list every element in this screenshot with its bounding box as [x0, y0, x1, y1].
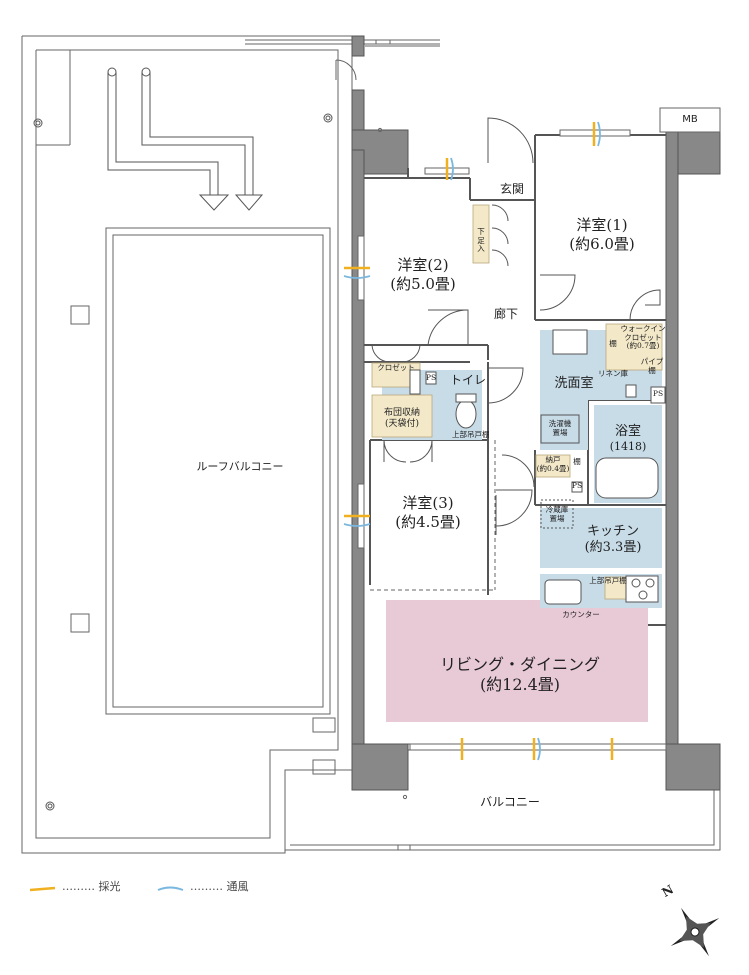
bottom-balcony	[285, 127, 721, 851]
legend-light: ……… 採光	[62, 878, 121, 894]
vent-square-icon	[70, 305, 336, 775]
closet-label: クロゼット	[377, 363, 415, 372]
bath-name: 浴室	[614, 424, 641, 439]
balcony-label: バルコニー	[480, 795, 540, 809]
linen-label: リネン庫	[598, 369, 628, 378]
pantry-line2: (約0.4畳)	[536, 463, 570, 473]
fixtures	[409, 329, 666, 605]
drain-icon	[33, 113, 333, 811]
wic-line3: (約0.7畳)	[626, 341, 660, 351]
pipe-shelf-label: パイプ 棚	[640, 357, 664, 375]
fridge-line2: 置場	[549, 513, 565, 523]
legend-light-line	[29, 886, 56, 892]
ps-label-bath: PS	[652, 389, 664, 398]
washer-line2: 置場	[552, 427, 568, 437]
unit-walls	[351, 35, 721, 791]
washroom-label: 洗面室	[554, 376, 594, 391]
legend-wind-line	[157, 886, 184, 891]
light-markers	[344, 122, 614, 760]
pipe-line1: パイプ	[640, 357, 664, 366]
ldk-size: (約12.4畳)	[479, 675, 561, 694]
wic-label: ウォークイン クロゼット (約0.7畳)	[620, 324, 666, 351]
roof-balcony-label: ルーフバルコニー	[196, 460, 284, 473]
wic-line1: ウォークイン	[620, 324, 666, 333]
futon-storage-label: 布団収納 (天袋付)	[372, 408, 432, 430]
futon-line1: 布団収納	[383, 408, 420, 418]
washer-line1: 洗濯機	[548, 419, 572, 428]
pantry-shelf-label: 棚	[573, 457, 581, 466]
storage-fill	[371, 204, 663, 600]
top-railing	[245, 39, 440, 81]
upper-cabinet-toilet-label: 上部吊戸棚	[452, 430, 490, 439]
kitchen-size: (約3.3畳)	[584, 540, 642, 556]
western3-name: 洋室(3)	[402, 494, 454, 512]
dashed-line	[370, 440, 496, 591]
toilet-label: トイレ	[449, 373, 486, 387]
western3-label: 洋室(3) (約4.5畳)	[383, 494, 473, 532]
hallway-label: 廊下	[493, 307, 518, 321]
western3-size: (約4.5畳)	[395, 512, 461, 531]
entrance-label: 玄関	[499, 182, 524, 196]
wic-line2: クロゼット	[624, 332, 662, 342]
western1-size: (約6.0畳)	[569, 234, 635, 253]
legend-light-label: 採光	[98, 880, 121, 893]
upper-cabinet-label: 上部吊戸棚	[589, 576, 627, 585]
western1-name: 洋室(1)	[576, 216, 628, 234]
ldk-label: リビング・ダイニング (約12.4畳)	[430, 655, 610, 695]
pantry-line1: 納戸	[545, 455, 561, 464]
bath-size: (1418)	[609, 440, 647, 454]
shoe-storage-label: 下足入	[477, 227, 485, 254]
door-swings	[371, 117, 661, 535]
western2-label: 洋室(2) (約5.0畳)	[378, 256, 468, 294]
legend-wind: ……… 通風	[190, 878, 249, 894]
ps-label-toilet: PS	[425, 373, 437, 382]
mb-label: MB	[682, 114, 698, 125]
legend-light-dash: ………	[62, 880, 95, 893]
legend-wind-dash: ………	[190, 880, 223, 893]
kitchen-label: キッチン (約3.3畳)	[573, 524, 653, 557]
compass-icon	[670, 907, 720, 957]
shelf-label: 棚	[609, 339, 617, 348]
bath-label: 浴室 (1418)	[598, 424, 658, 454]
duct-icon	[107, 67, 264, 211]
fridge-label: 冷蔵庫 置場	[541, 505, 573, 523]
western2-name: 洋室(2)	[397, 256, 449, 274]
futon-line2: (天袋付)	[384, 418, 420, 429]
wind-markers	[343, 121, 601, 761]
mb-box	[659, 107, 721, 133]
counter-label: カウンター	[562, 610, 600, 619]
pantry-label: 納戸 (約0.4畳)	[535, 455, 571, 473]
kitchen-name: キッチン	[586, 524, 639, 539]
pipe-line2: 棚	[648, 365, 656, 375]
roof-balcony-outline	[21, 35, 353, 854]
western2-size: (約5.0畳)	[390, 274, 456, 293]
fridge-line1: 冷蔵庫	[545, 505, 569, 514]
ldk-name: リビング・ダイニング	[439, 655, 600, 674]
washer-label: 洗濯機 置場	[543, 419, 577, 437]
western1-label: 洋室(1) (約6.0畳)	[557, 216, 647, 254]
legend-wind-label: 通風	[226, 880, 249, 893]
ps-label-kitchen: PS	[571, 481, 583, 490]
